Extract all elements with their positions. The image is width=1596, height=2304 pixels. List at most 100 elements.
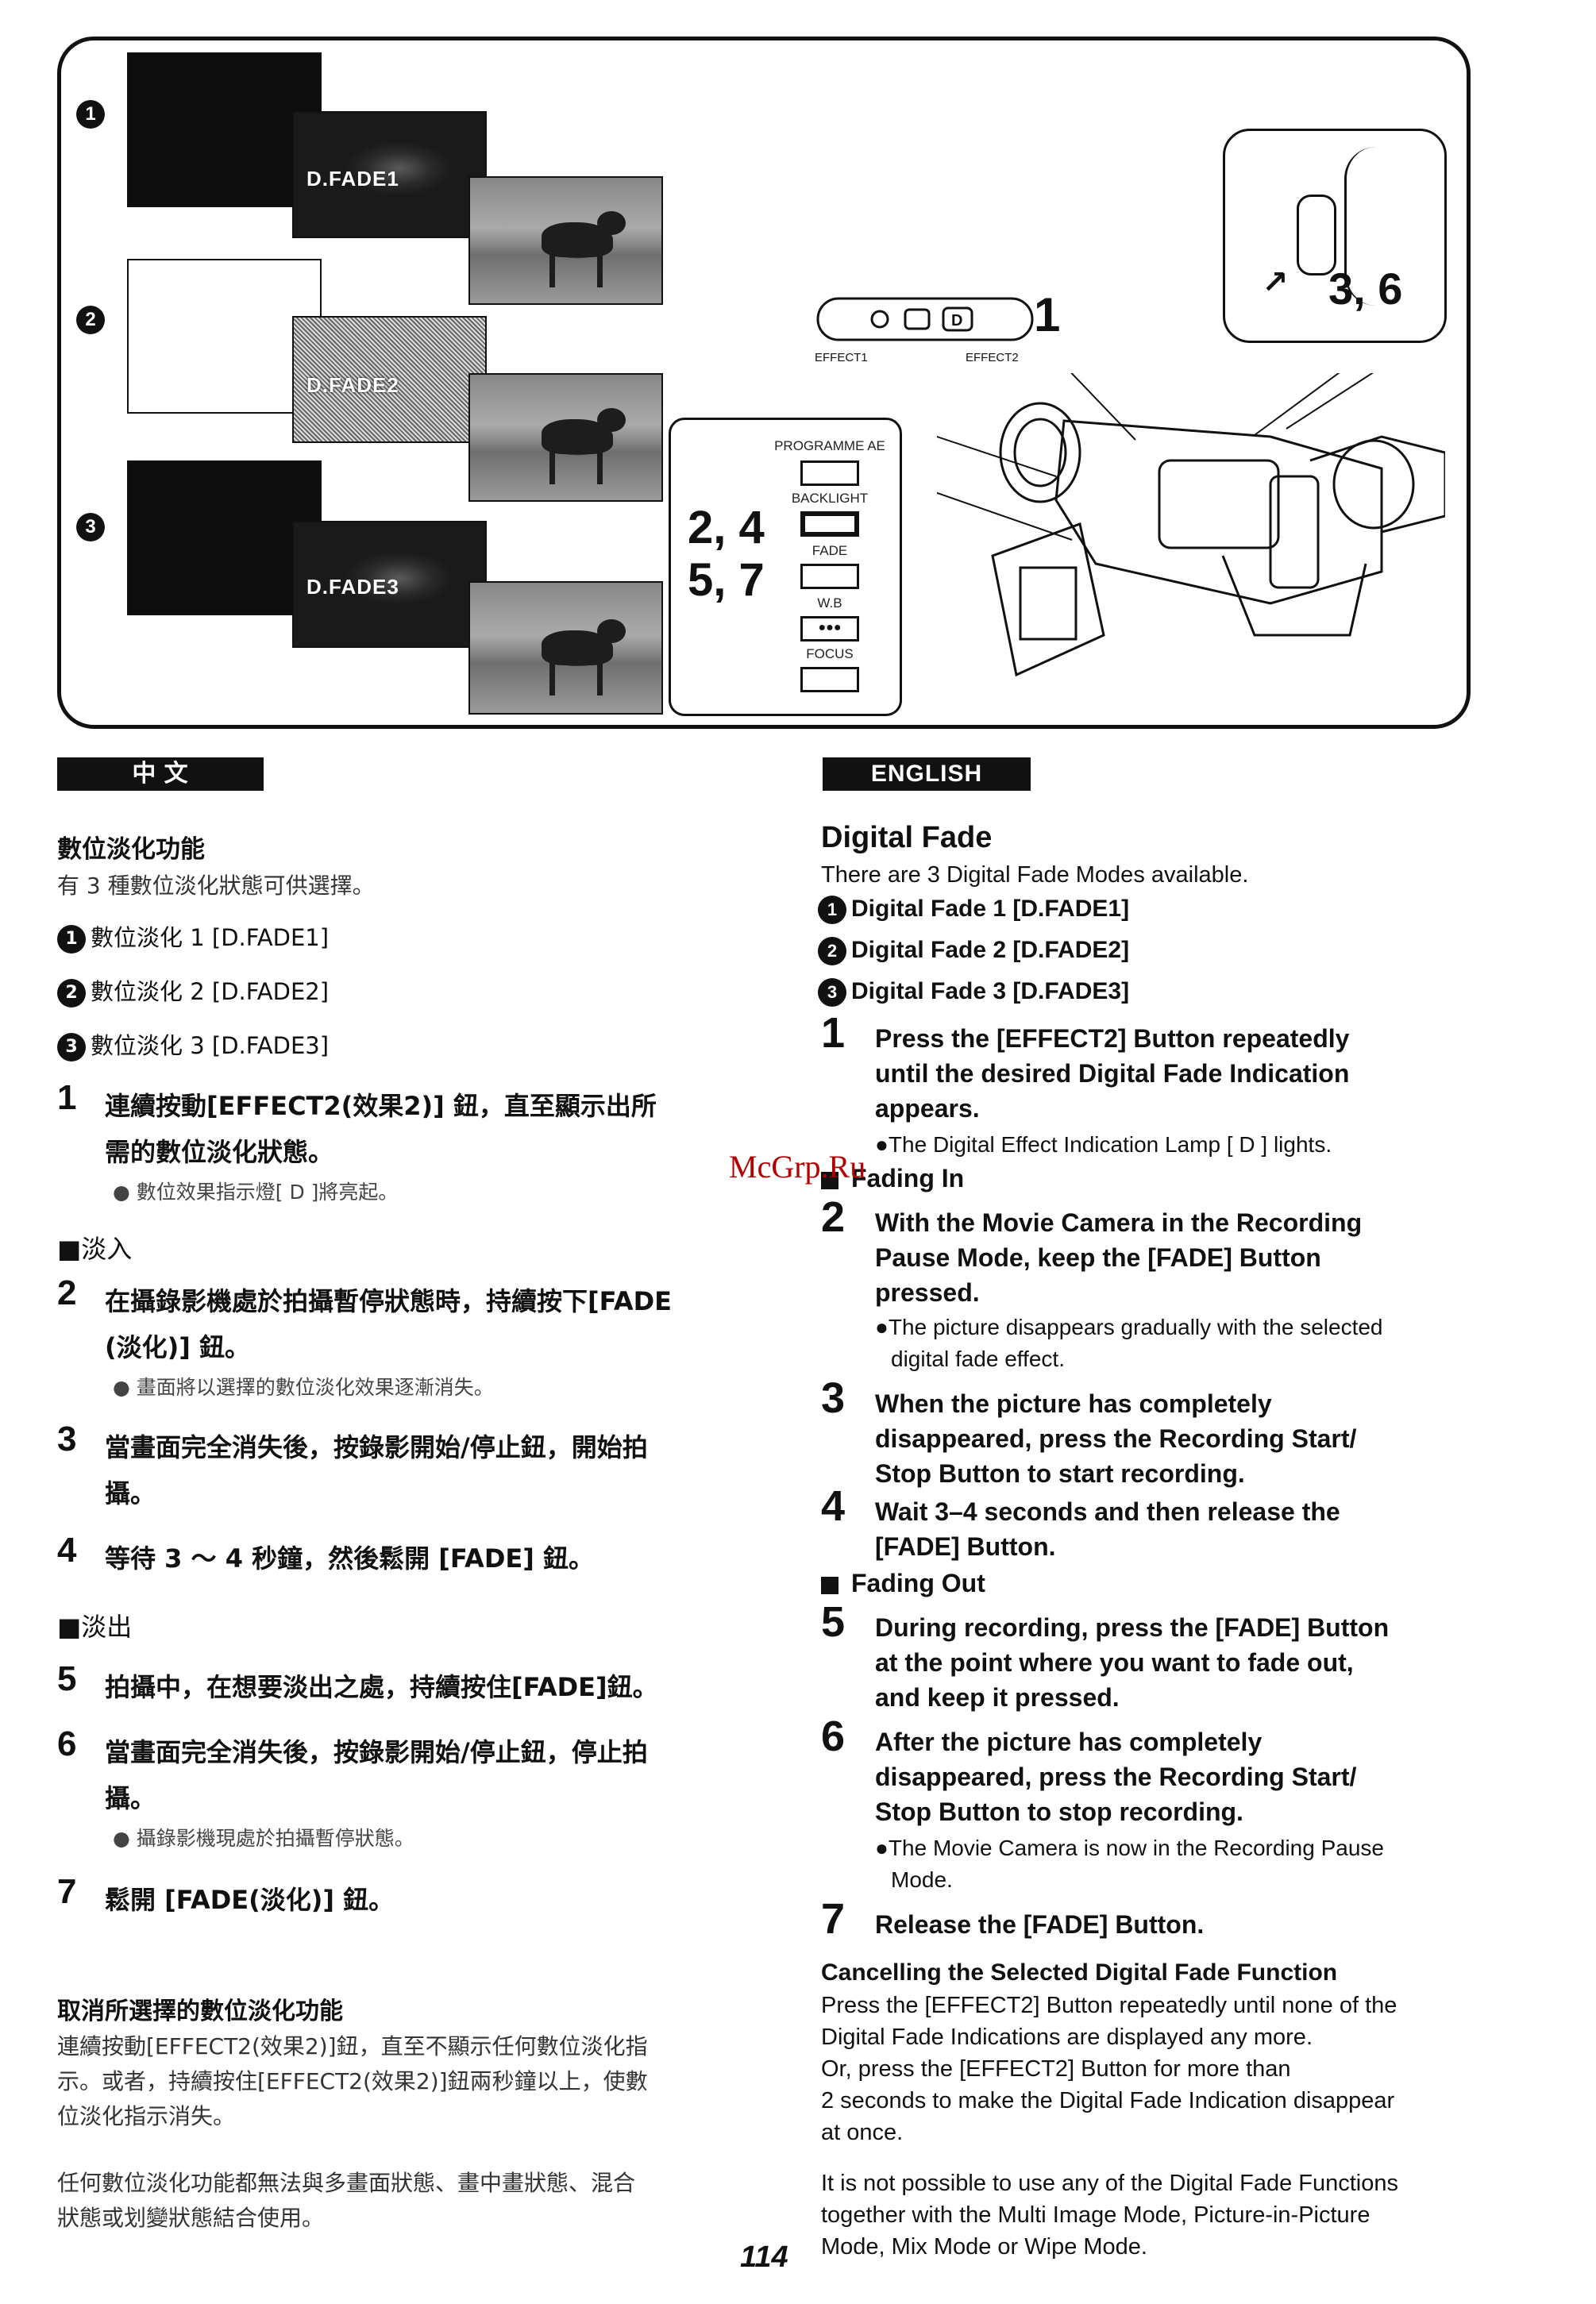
- en-step-1-num: 1: [821, 1009, 846, 1057]
- zh-option-1-badge: 1: [57, 925, 86, 954]
- effect-indicator-strip: D: [816, 297, 1034, 341]
- zh-step-3: 當畫面完全消失後，按錄影開始/停止鈕，開始拍攝。: [105, 1432, 648, 1508]
- en-step-6-note: ●The Movie Camera is now in the Recordin…: [875, 1836, 1384, 1892]
- zh-cancel-title: 取消所選擇的數位淡化功能: [57, 1998, 343, 2025]
- zh-step-4-num: 4: [57, 1531, 77, 1570]
- zh-step-2: 在攝錄影機處於拍攝暫停狀態時，持續按下[FADE(淡化)] 鈕。: [105, 1286, 673, 1362]
- backlight-button: [800, 511, 859, 537]
- backlight-label: BACKLIGHT: [791, 491, 869, 506]
- en-cancel-title: Cancelling the Selected Digital Fade Fun…: [821, 1959, 1338, 1986]
- d-lamp-icon: D: [951, 312, 962, 329]
- zh-fade-out-heading: ■淡出: [57, 1612, 133, 1642]
- fade1-frame-dog: [468, 176, 663, 305]
- en-note-body: It is not possible to use any of the Dig…: [821, 2171, 1399, 2260]
- focus-button: [800, 667, 859, 692]
- fade-label: FADE: [811, 543, 848, 558]
- zh-step-5-num: 5: [57, 1659, 77, 1698]
- mode-1-badge: 1: [76, 100, 105, 129]
- en-step-2-num: 2: [821, 1193, 846, 1241]
- fade3-frame-mid: D.FADE3: [292, 521, 487, 648]
- zh-step-7: 鬆開 [FADE(淡化)] 鈕。: [105, 1885, 395, 1915]
- camera-closeup-inset: ↗ 3, 6: [1223, 129, 1447, 343]
- zh-option-3-badge: 3: [57, 1033, 86, 1061]
- en-step-5: During recording, press the [FADE] Butto…: [875, 1613, 1390, 1712]
- illustration-panel: [57, 37, 1471, 729]
- fade1-label: D.FADE1: [306, 167, 399, 191]
- zh-fade-in-heading: ■淡入: [57, 1234, 133, 1264]
- effect1-label: EFFECT1: [815, 351, 868, 364]
- english-header: ENGLISH: [823, 757, 1031, 791]
- en-step-7-num: 7: [821, 1895, 846, 1943]
- en-step-7: Release the [FADE] Button.: [875, 1910, 1205, 1939]
- camcorder-illustration: [937, 373, 1445, 677]
- mode-2-badge: 2: [76, 306, 105, 334]
- fade2-frame-white: [127, 259, 322, 414]
- wb-button: ●●●: [800, 616, 859, 641]
- zh-step-1-note: ● 數位效果指示燈[ D ]將亮起。: [113, 1181, 399, 1204]
- en-cancel-body: Press the [EFFECT2] Button repeatedly un…: [821, 1993, 1397, 2145]
- programme-ae-label: PROGRAMME AE: [774, 438, 885, 453]
- fade2-frame-mid: D.FADE2: [292, 316, 487, 443]
- callout-36: 3, 6: [1328, 264, 1403, 314]
- fade1-frame-mid: D.FADE1: [292, 111, 487, 238]
- wb-label: W.B: [817, 595, 842, 611]
- zh-step-7-num: 7: [57, 1872, 77, 1911]
- fade2-frame-dog: [468, 373, 663, 502]
- zh-cancel-body: 連續按動[EFFECT2(效果2)]鈕，直至不顯示任何數位淡化指示。或者，持續按…: [57, 2033, 648, 2129]
- zh-title: 數位淡化功能: [57, 835, 205, 864]
- arrow-icon: ↗: [1262, 265, 1289, 300]
- watermark: McGrp.Ru: [729, 1149, 866, 1185]
- en-option-3-badge: 3: [818, 978, 846, 1008]
- zh-step-2-num: 2: [57, 1273, 77, 1312]
- mode-3-badge: 3: [76, 513, 105, 541]
- callout-24: 2, 4: [688, 502, 765, 553]
- zh-intro: 有 3 種數位淡化狀態可供選擇。: [57, 873, 375, 899]
- en-step-4-num: 4: [821, 1482, 846, 1530]
- en-option-1-badge: 1: [818, 896, 846, 925]
- en-step-6-num: 6: [821, 1713, 846, 1760]
- en-intro: There are 3 Digital Fade Modes available…: [821, 862, 1249, 888]
- en-step-2-note: ●The picture disappears gradually with t…: [875, 1315, 1383, 1371]
- focus-label: FOCUS: [806, 646, 854, 661]
- en-step-1-note: ●The Digital Effect Indication Lamp [ D …: [875, 1132, 1332, 1157]
- zh-step-4: 等待 3 ～ 4 秒鐘，然後鬆開 [FADE] 鈕。: [105, 1543, 595, 1574]
- zh-step-6-note: ● 攝錄影機現處於拍攝暫停狀態。: [113, 1827, 414, 1850]
- en-fading-out-heading: Fading Out: [821, 1569, 985, 1598]
- zh-step-3-num: 3: [57, 1420, 77, 1458]
- en-title: Digital Fade: [821, 821, 993, 854]
- zh-step-1-num: 1: [57, 1078, 77, 1117]
- programme-ae-button: [800, 460, 859, 486]
- effect2-label: EFFECT2: [966, 351, 1019, 364]
- callout-57: 5, 7: [688, 554, 765, 606]
- fade1-frame-black: [127, 52, 322, 207]
- zh-option-2-badge: 2: [57, 979, 86, 1008]
- zh-step-6-num: 6: [57, 1724, 77, 1763]
- chinese-header: 中 文: [57, 757, 264, 791]
- callout-1: 1: [1034, 288, 1061, 341]
- zh-step-2-note: ● 畫面將以選擇的數位淡化效果逐漸消失。: [113, 1376, 494, 1399]
- page-number: 114: [740, 2240, 788, 2274]
- fade3-label: D.FADE3: [306, 575, 399, 599]
- zh-note-body: 任何數位淡化功能都無法與多畫面狀態、畫中畫狀態、混合狀態或划變狀態結合使用。: [57, 2170, 636, 2231]
- en-option-2-badge: 2: [818, 937, 846, 966]
- fade2-label: D.FADE2: [306, 373, 399, 397]
- en-fading-in-heading: Fading In: [821, 1164, 964, 1193]
- en-step-5-num: 5: [821, 1598, 846, 1646]
- zh-step-5: 拍攝中，在想要淡出之處，持續按住[FADE]鈕。: [105, 1672, 658, 1702]
- zh-step-6: 當畫面完全消失後，按錄影開始/停止鈕，停止拍攝。: [105, 1737, 648, 1813]
- fade3-frame-dog: [468, 581, 663, 715]
- en-step-4: Wait 3–4 seconds and then release the[FA…: [875, 1497, 1340, 1561]
- button-panel-inset: [669, 418, 902, 716]
- en-step-3-num: 3: [821, 1374, 846, 1422]
- fade-button: [800, 564, 859, 589]
